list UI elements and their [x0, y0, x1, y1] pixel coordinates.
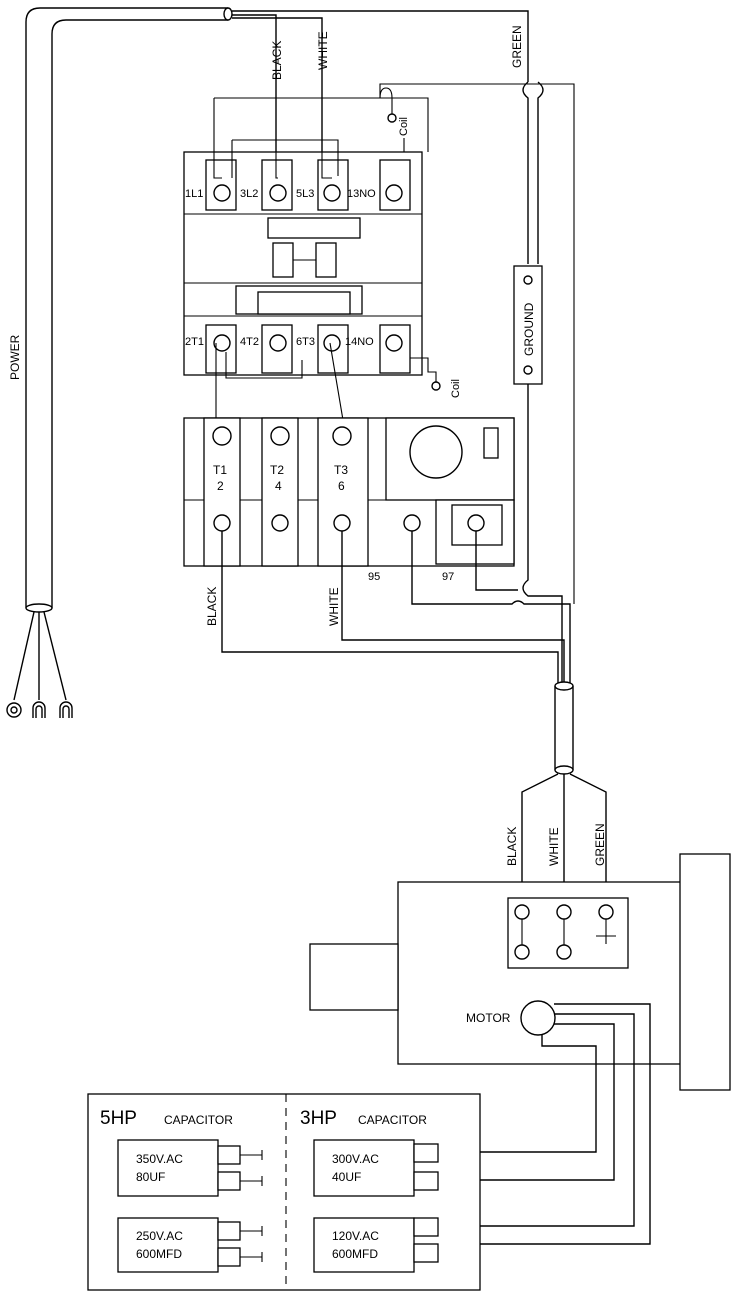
overload-terminal-97 [467, 514, 485, 532]
terminal-4T2 [269, 334, 287, 352]
overload-label-t1-num: 2 [217, 479, 224, 493]
capacitor-5hp-run-voltage: 250V.AC [136, 1229, 183, 1243]
overload-terminal-top-1 [212, 426, 232, 446]
capacitor-3hp-run-rating: 600MFD [332, 1247, 378, 1261]
terminal-6T3 [323, 334, 341, 352]
terminal-label-4T2: 4T2 [240, 336, 259, 348]
terminal-3L2 [269, 184, 287, 202]
coil-label-top: Coil [398, 117, 410, 136]
terminal-label-14NO: 14NO [345, 336, 374, 348]
contactor: 1L1 3L2 5L3 13NO 2T1 4T2 6T3 14NO [183, 151, 423, 376]
overload-terminal-bottom-3 [333, 514, 351, 532]
terminal-label-5L3: 5L3 [296, 188, 314, 200]
terminal-label-6T3: 6T3 [296, 336, 315, 348]
cable-end-top [223, 7, 233, 21]
capacitor-3hp-start-voltage: 300V.AC [332, 1152, 379, 1166]
capacitor-5hp-start-voltage: 350V.AC [136, 1152, 183, 1166]
capacitor-hp-left: 5HP [100, 1108, 137, 1129]
overload-terminal-bottom-1 [213, 514, 231, 532]
overload-dial [409, 425, 463, 479]
white-wire-label-mid: WHITE [327, 587, 341, 626]
black-wire-label-motor: BLACK [505, 827, 519, 866]
ring-terminal-icon [6, 702, 22, 718]
coil-terminal-bottom [431, 381, 441, 391]
overload-terminal-95 [403, 514, 421, 532]
capacitor-3hp-run-voltage: 120V.AC [332, 1229, 379, 1243]
green-wire-label-motor: GREEN [593, 823, 607, 866]
terminal-label-2T1: 2T1 [185, 336, 204, 348]
fork-terminal-icon [32, 701, 46, 718]
overload-terminal-bottom-2 [271, 514, 289, 532]
terminal-1L1 [213, 184, 231, 202]
capacitor-3hp-start [313, 1139, 415, 1197]
green-wire-label-top: GREEN [510, 25, 524, 68]
capacitor-hp-right: 3HP [300, 1108, 337, 1129]
power-cord: POWER [6, 7, 233, 718]
capacitor-title-right: CAPACITOR [358, 1113, 427, 1127]
capacitor-5hp-start [117, 1139, 219, 1197]
terminal-label-1L1: 1L1 [185, 188, 203, 200]
black-wire-label-mid: BLACK [205, 587, 219, 626]
reset-button [483, 427, 499, 459]
capacitor-panel: 5HP CAPACITOR 3HP CAPACITOR 350V.AC 80UF… [87, 1093, 481, 1291]
terminal-5L3 [323, 184, 341, 202]
cable-end-bottom [25, 603, 53, 613]
fork-terminal-icon [59, 701, 73, 718]
capacitor-5hp-start-rating: 80UF [136, 1170, 165, 1184]
overload-terminal-top-3 [332, 426, 352, 446]
motor-label: MOTOR [466, 1011, 511, 1025]
white-wire-label-top: WHITE [316, 31, 330, 70]
ground-symbol-icon [596, 919, 616, 944]
motor: MOTOR [309, 853, 731, 1091]
overload-label-t3-num: 6 [338, 479, 345, 493]
coil-terminal-top [387, 113, 397, 123]
motor-cable: BLACK WHITE GREEN [505, 681, 607, 910]
capacitor-5hp-run-rating: 600MFD [136, 1247, 182, 1261]
overload-label-t2: T2 [270, 463, 284, 477]
motor-icon [520, 1000, 556, 1036]
capacitor-title-left: CAPACITOR [164, 1113, 233, 1127]
terminal-14NO [385, 334, 403, 352]
overload-label-t1: T1 [213, 463, 227, 477]
ground-label: GROUND [522, 302, 536, 356]
overload-relay: T1 2 T2 4 T3 6 95 97 [183, 417, 515, 583]
overload-label-t2-num: 4 [275, 479, 282, 493]
capacitor-3hp-run [313, 1217, 415, 1273]
terminal-label-3L2: 3L2 [240, 188, 258, 200]
coil-label-bottom: Coil [450, 379, 462, 398]
overload-label-t3: T3 [334, 463, 348, 477]
terminal-2T1 [213, 334, 231, 352]
capacitor-3hp-start-rating: 40UF [332, 1170, 361, 1184]
power-label: POWER [8, 334, 22, 380]
overload-label-97: 97 [442, 571, 454, 583]
terminal-13NO [385, 184, 403, 202]
overload-terminal-top-2 [270, 426, 290, 446]
overload-label-95: 95 [368, 571, 380, 583]
black-wire-label-top: BLACK [270, 41, 284, 80]
capacitor-5hp-run [117, 1217, 219, 1273]
white-wire-label-motor: WHITE [547, 827, 561, 866]
ground-block: GROUND [513, 81, 563, 686]
terminal-label-13NO: 13NO [347, 188, 376, 200]
